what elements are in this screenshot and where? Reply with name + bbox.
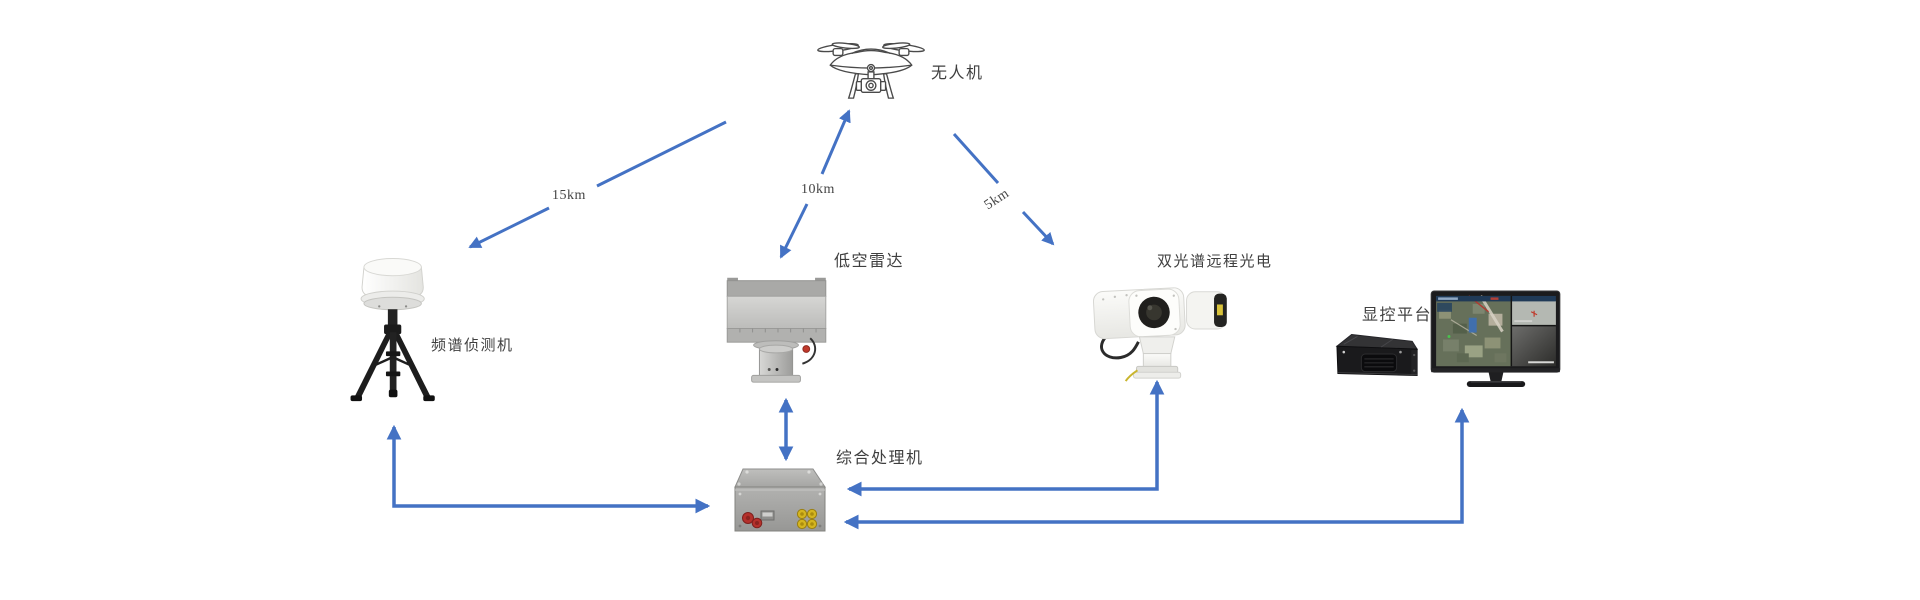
spectrum-detector-label: 频谱侦测机: [431, 338, 514, 354]
link-drone-spectrum-arrow: [468, 206, 550, 249]
radar-label: 低空雷达: [834, 253, 905, 270]
console-monitor-illustration: [1430, 290, 1561, 388]
drone-label: 无人机: [931, 65, 984, 82]
radar-illustration: [726, 277, 827, 383]
processor-label: 综合处理机: [836, 450, 924, 467]
link-radar-drone-up-arrow: [820, 109, 851, 175]
processor-illustration: [734, 468, 826, 532]
spectrum-detector-illustration: [350, 258, 435, 402]
link-drone-eo-arrow: [1021, 210, 1055, 246]
drone-illustration: [817, 42, 925, 99]
link-drone-spectrum-upper: [596, 120, 727, 188]
link-spectrum-processor: [386, 424, 711, 514]
link-drone-eo-upper: [952, 132, 1000, 185]
eo-camera-illustration: [1092, 287, 1227, 382]
distance-label-15km: 15km: [552, 188, 586, 203]
console-host-illustration: [1335, 333, 1419, 377]
console-label: 显控平台: [1362, 307, 1433, 324]
link-radar-drone-down-arrow: [779, 203, 809, 259]
distance-label-10km: 10km: [801, 182, 835, 197]
link-eo-processor: [846, 379, 1165, 497]
eo-camera-label: 双光谱远程光电: [1157, 254, 1273, 270]
link-console-processor: [843, 407, 1470, 530]
